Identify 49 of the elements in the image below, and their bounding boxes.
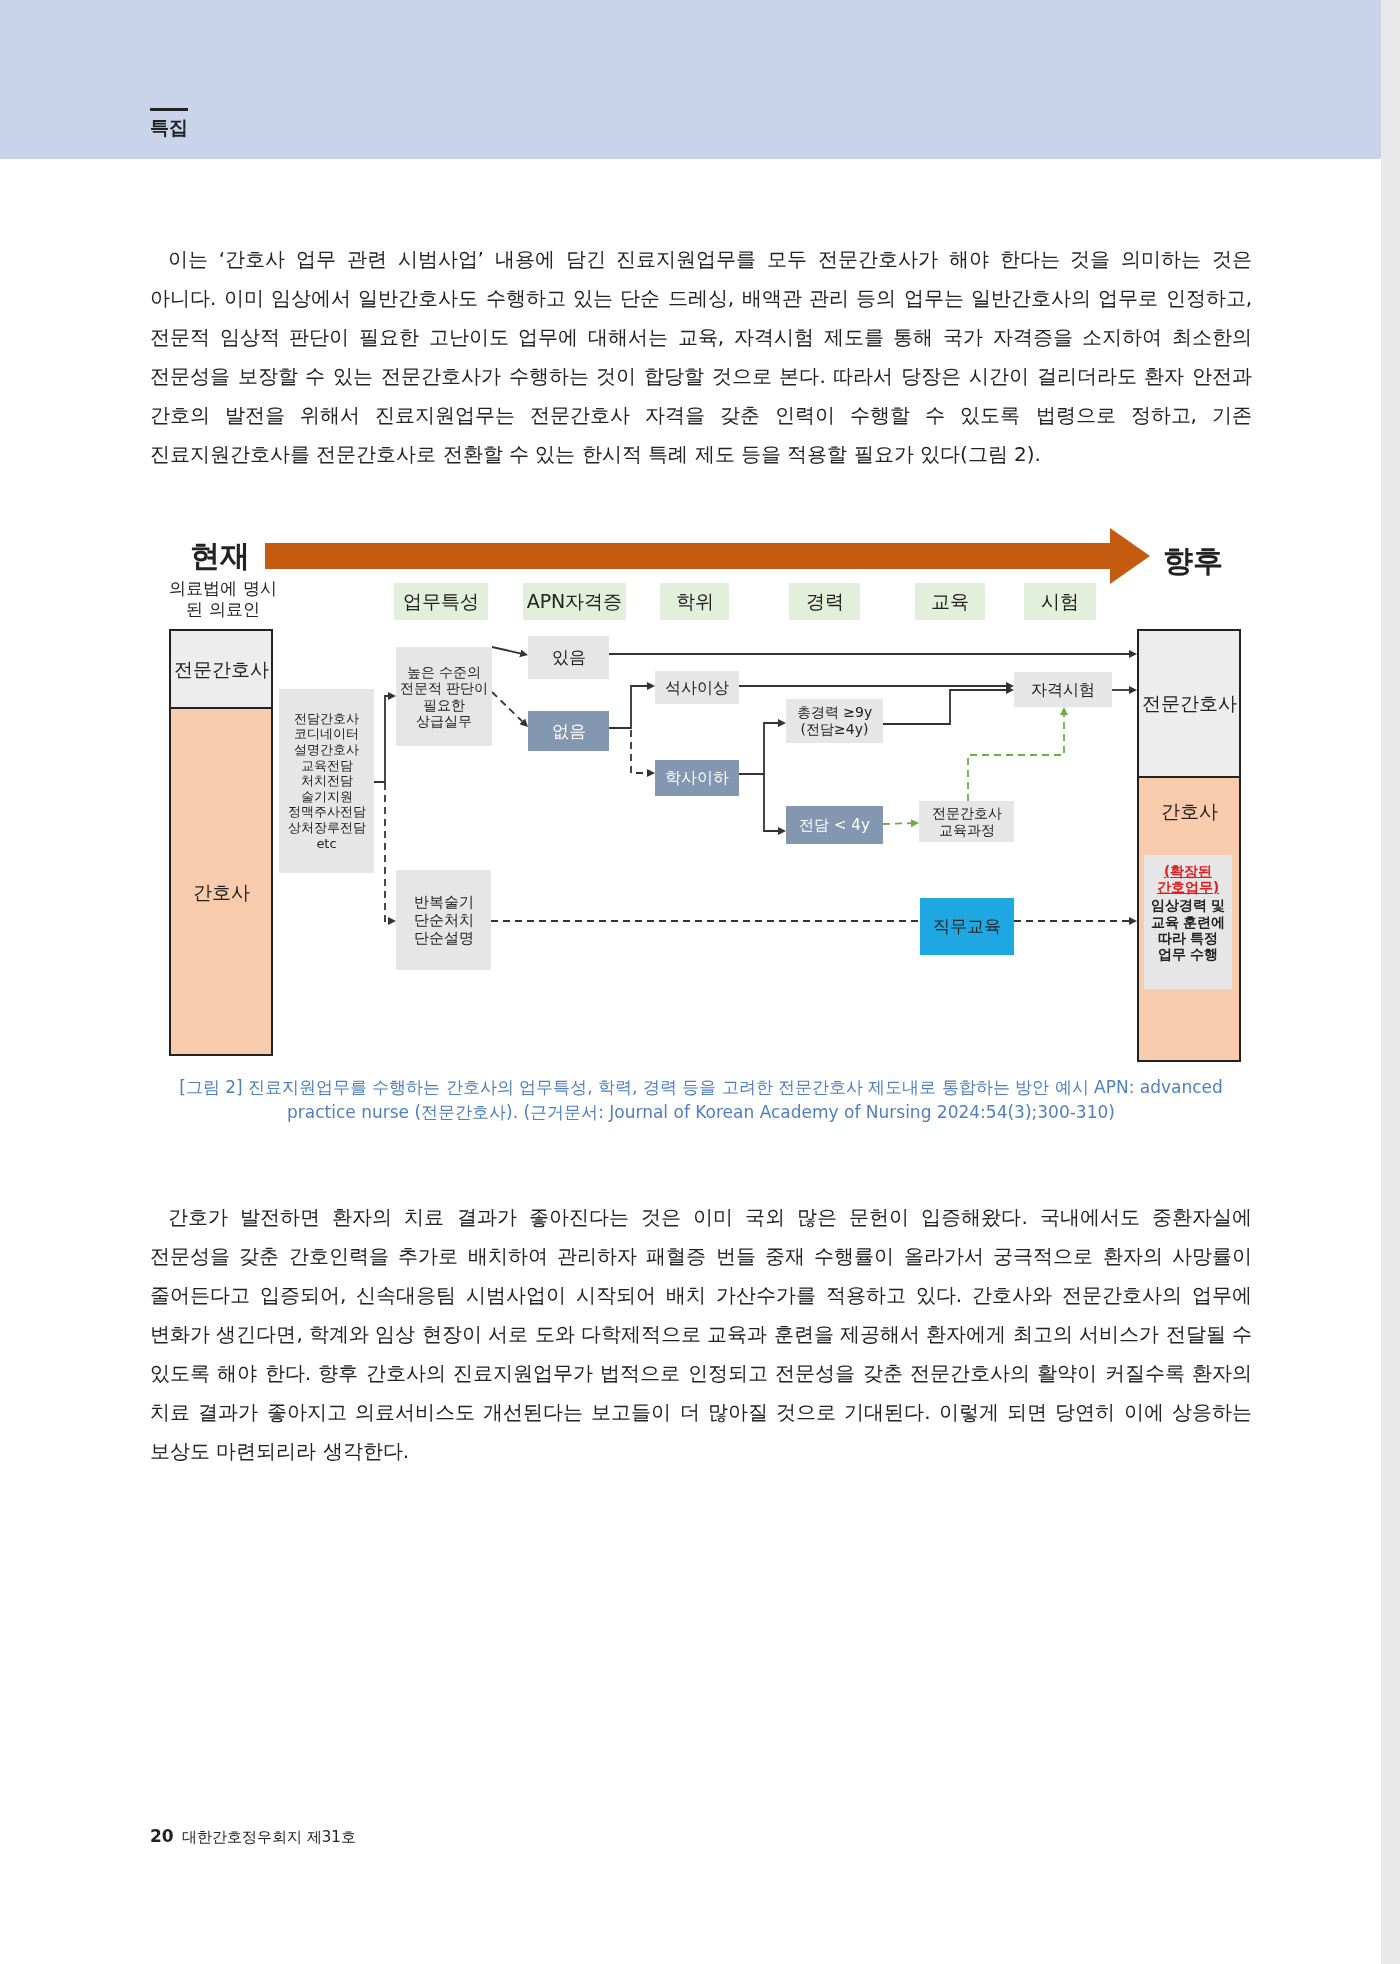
- arrow: [491, 646, 528, 658]
- process-box: 전담 < 4y: [786, 806, 883, 844]
- process-box: 있음: [528, 636, 609, 679]
- process-box: 높은 수준의 전문적 판단이 필요한 상급실무: [396, 647, 492, 746]
- category-header: APN자격증: [523, 583, 626, 620]
- arrow: [1013, 917, 1137, 925]
- process-box: 총경력 ≥9y (전담≥4y): [786, 699, 883, 743]
- note-heading: (확장된 간호업무): [1155, 863, 1221, 896]
- footer-text: 대한간호정우회지 제31호: [182, 1828, 356, 1847]
- note-box: [1144, 855, 1232, 989]
- category-header: 경력: [789, 583, 860, 620]
- category-header: 교육: [915, 583, 985, 620]
- role-list-box: 전담간호사 코디네이터 설명간호사 교육전담 처치전담 술기지원 정맥주사전담 상처장루전담 etc: [279, 689, 374, 873]
- timeline-arrow: [265, 528, 1150, 584]
- section-tag: 특집: [150, 108, 188, 141]
- category-header: 업무특성: [394, 583, 488, 620]
- arrow: [373, 781, 396, 925]
- figure-caption: [그림 2] 진료지원업무를 수행하는 간호사의 업무특성, 학력, 경력 등을 고려한 전문간호사 제도내로 통합하는 방안 예시 APN: advanced practice nurse (전문간호사). (근거문서: Journal of Korean Academy of Nursing 2024:54(3);300-310): [178, 1076, 1224, 1124]
- process-box: 석사이상: [655, 671, 739, 704]
- arrow: [738, 773, 786, 835]
- arrow: [491, 691, 529, 727]
- heading-text: 향후: [1150, 538, 1236, 584]
- connector-line: [490, 920, 921, 922]
- category-header: 시험: [1024, 583, 1096, 620]
- arrow: [608, 727, 655, 777]
- process-box: 학사이하: [655, 760, 739, 796]
- arrow: [967, 707, 1068, 802]
- process-box: 반복술기 단순처치 단순설명: [396, 870, 491, 970]
- bar-segment: 전문간호사: [1137, 629, 1241, 778]
- category-header: 학위: [660, 583, 729, 620]
- arrow: [882, 819, 919, 828]
- arrow: [738, 682, 1014, 690]
- bar-segment: [1137, 776, 1241, 1062]
- page-number: 20: [150, 1826, 174, 1846]
- arrow: [608, 650, 1137, 658]
- process-box: 전문간호사 교육과정: [919, 801, 1014, 842]
- bar-label: 간호사: [1159, 799, 1219, 823]
- body-paragraph: 간호가 발전하면 환자의 치료 결과가 좋아진다는 것은 이미 국외 많은 문헌이 입증해왔다. 국내에서도 중환자실에 전문성을 갖춘 간호인력을 추가로 배치하여 관리하자 패혈증 번들 중재 수행률이 올라가서 궁극적으로 환자의 사망률이 줄어든다고 입증되어, 신속대응팀 시범사업이 시작되어 배치 가산수가를 적용하고 있다. 간호사와 전문간호사의 업무에 변화가 생긴다면, 학계와 임상 현장이 서로 도와 다학제적으로 교육과 훈련을 제공해서 환자에게 최고의 서비스가 전달될 수 있도록 해야 한다. 향후 간호사의 진료지원업무가 법적으로 인정되고 전문성을 갖춘 전문간호사의 활약이 커질수록 환자의 치료 결과가 좋아지고 의료서비스도 개선된다는 보고들이 더 많아질 것으로 기대된다. 이렇게 되면 당연히 이에 상응하는 보상도 마련되리라 생각한다.: [150, 1204, 1252, 1465]
- note-text: 임상경력 및 교육 훈련에 따라 특정 업무 수행: [1149, 897, 1227, 963]
- column-heading: 의료법에 명시된 의료인: [168, 578, 278, 621]
- arrow: [1111, 686, 1137, 694]
- bar-segment: 간호사: [169, 707, 273, 1056]
- arrow: [882, 686, 1014, 725]
- bar-segment: 전문간호사: [169, 629, 273, 709]
- process-box: 없음: [528, 711, 609, 751]
- body-paragraph: 이는 ‘간호사 업무 관련 시범사업’ 내용에 담긴 진료지원업무를 모두 전문간호사가 해야 한다는 것을 의미하는 것은 아니다. 이미 임상에서 일반간호사도 수행하고 있는 단순 드레싱, 배액관 관리 등의 업무는 일반간호사의 업무로 인정하고, 전문적 임상적 판단이 필요한 고난이도 업무에 대해서는 교육, 자격시험 제도를 통해 국가 자격증을 소지하여 최소한의 전문성을 보장할 수 있는 전문간호사가 수행하는 것이 합당할 것으로 본다. 따라서 당장은 시간이 걸리더라도 환자 안전과 간호의 발전을 위해서 진료지원업무는 전문간호사 자격을 갖춘 인력이 수행할 수 있도록 법령으로 정하고, 기존 진료지원간호사를 전문간호사로 전환할 수 있는 한시적 특례 제도 등을 적용할 필요가 있다(그림 2).: [150, 246, 1252, 468]
- heading-text: 현재: [175, 533, 265, 579]
- process-box: 자격시험: [1014, 672, 1112, 707]
- process-box: 직무교육: [920, 898, 1014, 955]
